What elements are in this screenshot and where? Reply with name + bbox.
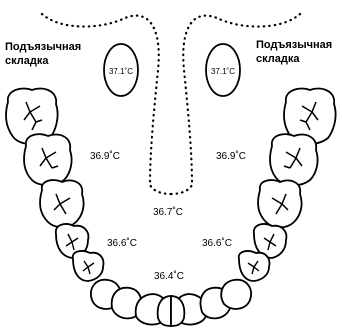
left-gland-temperature: 37.1˚C xyxy=(109,67,133,76)
right-fold-label-line-1: Подъязычная xyxy=(256,38,332,52)
left-fold-label-line-1: Подъязычная xyxy=(5,40,81,54)
front-teeth xyxy=(91,280,251,326)
right-fold-label-line-2: складка xyxy=(256,52,332,66)
left-fold-label-line-2: складка xyxy=(5,54,81,68)
front-temperature: 36.4˚C xyxy=(154,271,184,283)
right-premolar-temperature: 36.6˚C xyxy=(202,238,232,250)
right-sublingual-fold-label: Подъязычная складка xyxy=(256,38,332,66)
right-molar-3 xyxy=(258,180,302,227)
left-premolar-temperature: 36.6˚C xyxy=(107,238,137,250)
right-molar-temperature: 36.9˚C xyxy=(216,151,246,163)
center-temperature: 36.7˚C xyxy=(153,207,183,219)
left-premolar-2 xyxy=(73,251,104,281)
right-premolar-2 xyxy=(239,251,270,281)
left-molar-temperature: 36.9˚C xyxy=(90,151,120,163)
right-molar-2 xyxy=(270,134,318,185)
right-gland-temperature: 37.1˚C xyxy=(211,67,235,76)
right-canine xyxy=(221,280,251,309)
left-molar-3 xyxy=(40,180,84,227)
left-sublingual-fold-label: Подъязычная складка xyxy=(5,40,81,68)
left-molar-2 xyxy=(24,134,72,185)
